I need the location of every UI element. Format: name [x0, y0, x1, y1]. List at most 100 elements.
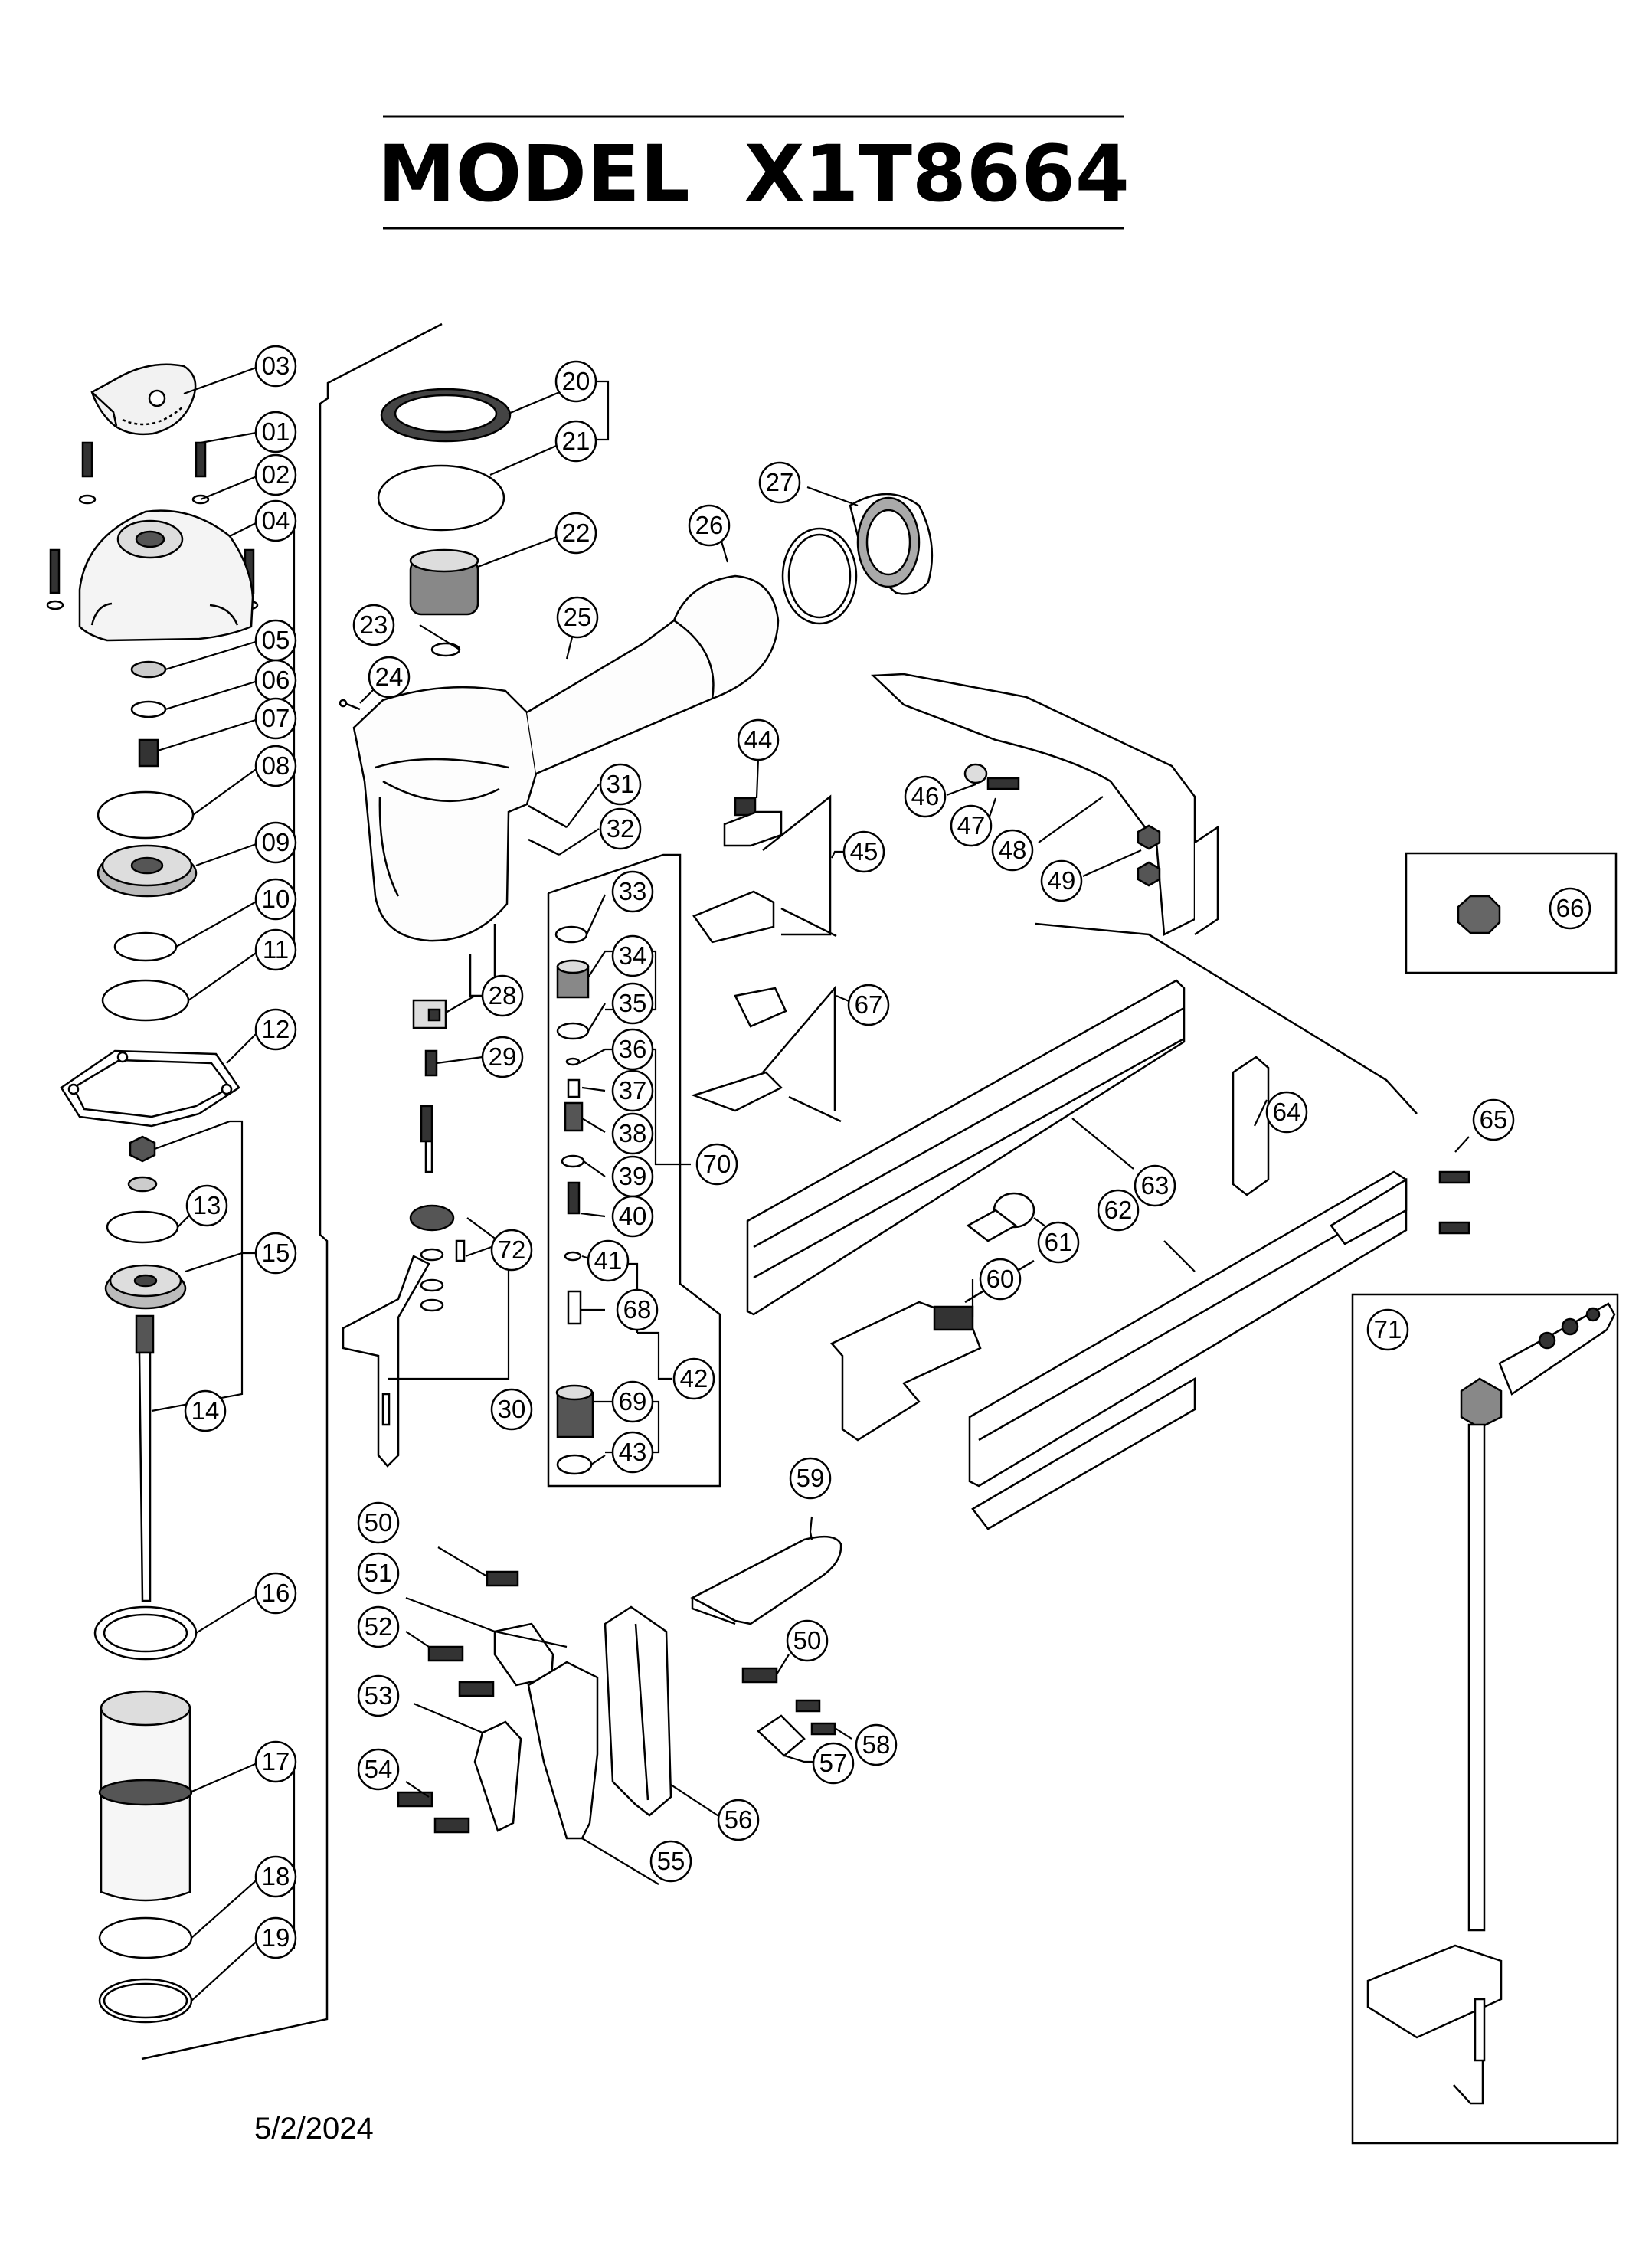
callout-bubble: [254, 745, 297, 787]
callout-25: 25: [556, 596, 599, 639]
callout-label: 26: [695, 511, 724, 539]
callout-bubble: [991, 829, 1034, 872]
callout-bubble: [254, 499, 297, 542]
callout-bubble: [611, 1431, 654, 1474]
callout-22: 22: [554, 512, 597, 555]
callout-label: 54: [365, 1755, 393, 1783]
callout-label: 32: [607, 814, 635, 843]
callout-bubble: [950, 804, 993, 847]
callout-label: 45: [850, 837, 878, 866]
callout-label: 04: [262, 506, 290, 535]
callout-label: 35: [619, 989, 647, 1017]
callout-bubble: [554, 360, 597, 403]
callout-31: 31: [599, 763, 642, 806]
callout-layer: 0301020405060708091011121315141617181920…: [184, 345, 1591, 1959]
callout-bubble: [717, 1799, 760, 1841]
boxed-parts: [1351, 852, 1619, 2145]
callout-bubble: [599, 807, 642, 850]
callout-16: 16: [254, 1572, 297, 1615]
callout-bubble: [490, 1388, 533, 1431]
callout-label: 37: [619, 1076, 647, 1105]
callout-03: 03: [254, 345, 297, 388]
main-frame-outline: [141, 322, 443, 2060]
callout-12: 12: [254, 1008, 297, 1051]
callout-50b: 50: [786, 1619, 829, 1662]
magazine-rail-inner: [968, 1170, 1408, 1488]
callout-label: 34: [619, 941, 647, 970]
nose-body: [604, 1605, 672, 1817]
callout-19: 19: [254, 1916, 297, 1959]
callout-bubble: [357, 1552, 400, 1595]
callout-label: 27: [766, 468, 794, 496]
part-66-box: [1405, 852, 1618, 974]
callout-label: 70: [703, 1150, 731, 1178]
callout-label: 51: [365, 1559, 393, 1587]
callout-21: 21: [554, 420, 597, 463]
callout-67: 67: [847, 984, 890, 1026]
callout-label: 48: [999, 836, 1027, 864]
callout-41: 41: [587, 1239, 630, 1282]
main-frame-housing: [352, 686, 538, 942]
callout-46: 46: [904, 775, 947, 818]
callout-60: 60: [979, 1258, 1022, 1301]
callout-bubble: [789, 1457, 832, 1500]
latch-parts: [691, 673, 1219, 1123]
callout-bubble: [616, 1288, 659, 1331]
callout-label: 19: [262, 1923, 290, 1952]
callout-label: 28: [489, 981, 517, 1010]
callout-bubble: [490, 1229, 533, 1272]
callout-bubble: [481, 1036, 524, 1078]
callout-26: 26: [688, 504, 731, 547]
callout-09: 09: [254, 821, 297, 864]
callout-label: 65: [1480, 1105, 1508, 1134]
callout-bubble: [352, 604, 395, 646]
callout-label: 72: [498, 1236, 526, 1264]
magazine-assembly: [746, 922, 1470, 1530]
callout-label: 20: [562, 367, 590, 395]
callout-55: 55: [649, 1840, 692, 1883]
callout-35: 35: [611, 982, 654, 1025]
callout-label: 49: [1048, 866, 1076, 895]
callout-70: 70: [695, 1143, 738, 1186]
callout-10: 10: [254, 878, 297, 921]
callout-bubble: [254, 821, 297, 864]
callout-13: 13: [185, 1184, 228, 1227]
callout-label: 50: [365, 1508, 393, 1537]
callout-bubble: [812, 1742, 855, 1785]
callout-label: 11: [263, 935, 289, 964]
callout-label: 13: [193, 1191, 221, 1219]
callout-label: 08: [262, 751, 290, 780]
callout-bubble: [254, 697, 297, 740]
callout-label: 06: [262, 666, 290, 694]
callout-bubble: [1265, 1091, 1308, 1134]
callout-label: 43: [619, 1438, 647, 1466]
callout-59: 59: [789, 1457, 832, 1500]
callout-bubble: [847, 984, 890, 1026]
callout-bubble: [611, 934, 654, 977]
callout-11: 11: [254, 928, 297, 971]
callout-label: 53: [365, 1681, 393, 1710]
driver-blade: [135, 1314, 155, 1354]
callout-51: 51: [357, 1552, 400, 1595]
callout-label: 21: [562, 427, 590, 455]
callout-07: 07: [254, 697, 297, 740]
callout-04: 04: [254, 499, 297, 542]
callout-label: 50: [793, 1626, 822, 1654]
callout-bubble: [1549, 887, 1591, 930]
callout-bubble: [254, 878, 297, 921]
callout-bubble: [481, 974, 524, 1017]
callout-bubble: [1037, 1221, 1080, 1264]
callout-18: 18: [254, 1855, 297, 1898]
magazine-bracket: [871, 673, 1196, 936]
callout-29: 29: [481, 1036, 524, 1078]
callout-bubble: [368, 656, 411, 699]
callout-bubble: [184, 1389, 227, 1432]
callout-36: 36: [611, 1028, 654, 1071]
callout-label: 30: [498, 1395, 526, 1423]
callout-54: 54: [357, 1748, 400, 1791]
callout-bubble: [1366, 1308, 1409, 1351]
callout-label: 44: [744, 725, 773, 754]
callout-bubble: [599, 763, 642, 806]
callout-label: 69: [619, 1387, 647, 1416]
contact-plate: [527, 1661, 599, 1840]
